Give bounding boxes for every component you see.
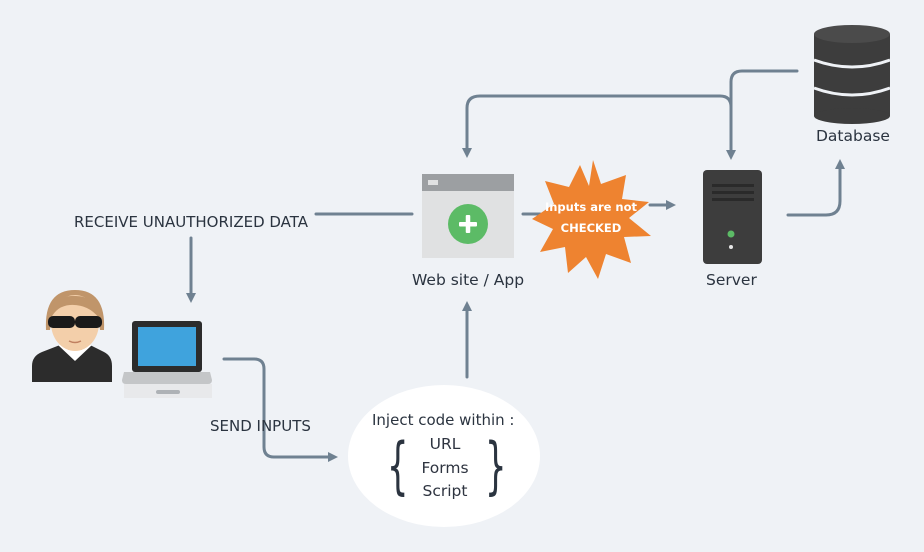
website-label: Web site / App — [412, 271, 525, 289]
arrow-server-to-website — [462, 94, 733, 158]
warning-line-2: CHECKED — [560, 221, 622, 235]
left-brace: { — [386, 429, 409, 502]
inject-code-title: Inject code within : — [372, 411, 515, 429]
inject-target-url: URL — [429, 435, 461, 453]
server-tower-icon — [703, 170, 762, 264]
send-inputs-label: SEND INPUTS — [210, 417, 311, 435]
arrow-send-inputs — [222, 357, 338, 462]
database-label: Database — [816, 127, 890, 145]
inject-target-script: Script — [422, 482, 468, 500]
warning-line-1: Inputs are not — [544, 200, 638, 214]
inject-target-forms: Forms — [421, 458, 469, 477]
browser-window-plus-icon — [422, 174, 514, 258]
right-brace: } — [484, 429, 507, 502]
database-icon — [813, 25, 891, 124]
laptop-icon — [122, 321, 212, 398]
warning-text: Inputs are not CHECKED — [536, 197, 646, 239]
hacker-with-sunglasses-icon — [32, 290, 112, 382]
arrow-database-to-server — [726, 69, 799, 160]
arrow-server-to-database — [786, 159, 845, 217]
receive-unauthorized-data-label: RECEIVE UNAUTHORIZED DATA — [74, 213, 309, 231]
starburst-icon — [532, 160, 651, 279]
inject-targets-list: URL Forms Script — [398, 433, 492, 504]
server-label: Server — [706, 271, 757, 289]
inject-code-bubble — [348, 385, 540, 527]
